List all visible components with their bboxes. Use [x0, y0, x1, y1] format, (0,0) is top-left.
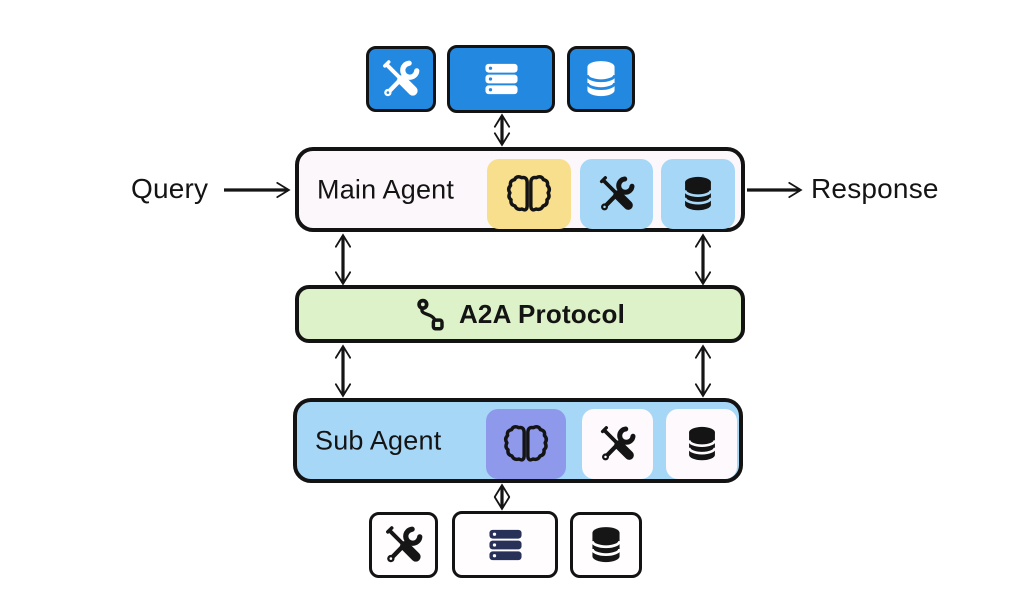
top-resource-server: [447, 45, 555, 113]
brain-icon: [500, 421, 552, 467]
main-brain-chip: [487, 159, 571, 229]
brain-icon: [503, 171, 555, 217]
tools-icon: [598, 424, 638, 464]
tools-icon: [597, 174, 637, 214]
sub-agent-box: Sub Agent: [293, 398, 743, 483]
sub-agent-label: Sub Agent: [315, 425, 442, 455]
database-icon: [678, 174, 718, 214]
bottom-resource-server: [452, 511, 558, 578]
bottom-resource-tools: [369, 512, 438, 578]
sub-brain-chip: [486, 409, 566, 479]
top-resource-database: [567, 46, 635, 112]
a2a-protocol-box: A2A Protocol: [295, 285, 745, 343]
tools-icon: [383, 524, 425, 566]
a2a-protocol-label: A2A Protocol: [458, 298, 626, 329]
database-icon: [585, 524, 627, 566]
main-agent-box: Main Agent: [295, 147, 745, 232]
server-icon: [482, 523, 529, 567]
database-icon: [682, 424, 722, 464]
query-label: Query: [131, 173, 209, 204]
top-resource-tools: [366, 46, 436, 112]
response-label: Response: [811, 173, 939, 204]
bottom-resource-database: [570, 512, 642, 578]
main-agent-label: Main Agent: [317, 174, 455, 204]
sub-database-chip: [666, 409, 737, 479]
main-database-chip: [661, 159, 735, 229]
route-icon: [415, 298, 448, 331]
main-tools-chip: [580, 159, 653, 229]
database-icon: [580, 58, 622, 100]
server-icon: [478, 57, 525, 101]
tools-icon: [380, 58, 422, 100]
sub-tools-chip: [582, 409, 653, 479]
